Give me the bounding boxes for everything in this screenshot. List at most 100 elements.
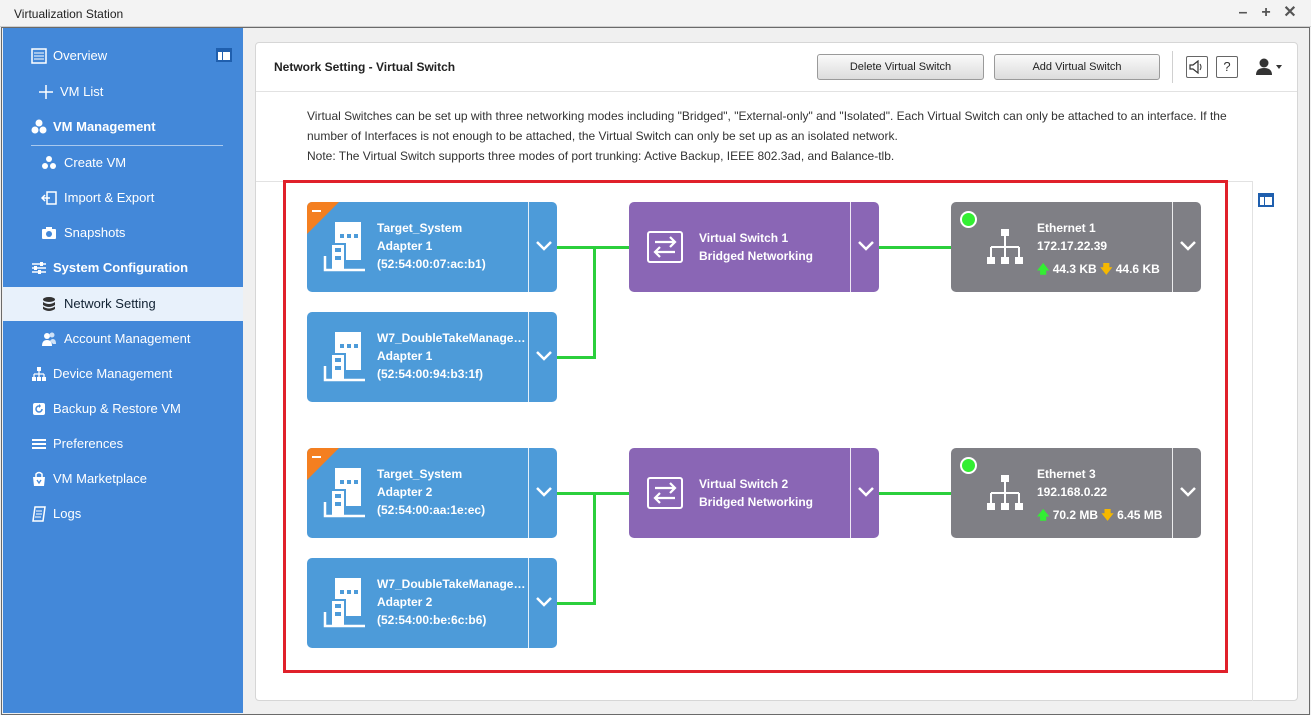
sidebar-item-backup-restore[interactable]: Backup & Restore VM [3, 392, 243, 426]
panel-layout-icon[interactable] [1258, 193, 1274, 207]
card-divider [528, 312, 529, 402]
card-divider [528, 448, 529, 538]
camera-icon [42, 227, 56, 239]
card-divider [1172, 202, 1173, 292]
network-adapter-icon [323, 578, 365, 628]
user-icon [1256, 58, 1282, 75]
virtual-switch-card[interactable]: Virtual Switch 1 Bridged Networking [629, 202, 879, 292]
ethernet-card[interactable]: Ethernet 1 172.17.22.39 🡅 44.3 KB 🡇 44.6… [951, 202, 1201, 292]
connection-line [879, 492, 951, 495]
card-divider [850, 202, 851, 292]
marketplace-icon [33, 471, 45, 486]
page-title: Network Setting - Virtual Switch [274, 60, 456, 74]
chevron-down-icon[interactable] [533, 236, 555, 256]
minus-icon[interactable] [312, 210, 321, 212]
network-adapter-icon [323, 222, 365, 272]
description: Virtual Switches can be set up with thre… [307, 106, 1267, 166]
overview-icon [31, 48, 47, 64]
list-icon [32, 439, 46, 449]
chevron-down-icon[interactable] [533, 482, 555, 502]
sidebar-item-label: System Configuration [53, 260, 189, 275]
user-menu-button[interactable] [1254, 56, 1288, 78]
network-tree-icon [987, 475, 1023, 510]
sidebar-item-label: Backup & Restore VM [53, 401, 181, 416]
sidebar-item-create-vm[interactable]: Create VM [3, 146, 243, 180]
sidebar-item-label: VM Marketplace [53, 471, 147, 486]
chevron-down-icon[interactable] [855, 482, 877, 502]
sidebar-item-account-management[interactable]: Account Management [3, 322, 243, 356]
sidebar-item-label: Device Management [53, 366, 173, 381]
maximize-icon[interactable]: + [1261, 4, 1271, 21]
sidebar-item-logs[interactable]: Logs [3, 497, 243, 531]
users-icon [42, 332, 56, 346]
minimize-icon[interactable]: – [1238, 4, 1248, 21]
arrow-up-icon: 🡅 [1037, 508, 1050, 522]
chevron-down-icon[interactable] [533, 592, 555, 612]
status-connected-icon [960, 211, 977, 228]
speaker-icon [1189, 59, 1202, 75]
arrow-down-icon: 🡇 [1100, 262, 1113, 276]
sidebar-item-overview[interactable]: Overview [3, 39, 243, 73]
adapter-card[interactable]: W7_DoubleTakeManagement Adapter 1 (52:54… [307, 312, 557, 402]
network-adapter-icon [323, 332, 365, 382]
mac-address: (52:54:00:07:ac:b1) [377, 257, 486, 271]
minus-icon[interactable] [312, 456, 321, 458]
download-value: 44.6 KB [1115, 262, 1160, 276]
chevron-down-icon[interactable] [533, 346, 555, 366]
description-line: Note: The Virtual Switch supports three … [307, 149, 895, 163]
vm-name: Target_System [377, 221, 463, 235]
adapter-name: Adapter 1 [377, 349, 433, 363]
sliders-icon [32, 262, 46, 274]
description-line: Virtual Switches can be set up with thre… [307, 109, 1227, 123]
download-value: 6.45 MB [1117, 508, 1163, 522]
mac-address: (52:54:00:94:b3:1f) [377, 367, 484, 381]
card-divider [1172, 448, 1173, 538]
delete-virtual-switch-button[interactable]: Delete Virtual Switch [817, 54, 984, 80]
sidebar-item-vm-marketplace[interactable]: VM Marketplace [3, 462, 243, 496]
connection-line [557, 356, 596, 359]
mac-address: (52:54:00:be:6c:b6) [377, 613, 487, 627]
network-tree-icon [987, 229, 1023, 264]
close-icon[interactable]: ✕ [1283, 4, 1297, 21]
help-button[interactable]: ? [1216, 56, 1238, 78]
arrow-down-icon: 🡇 [1101, 508, 1114, 522]
switch-mode: Bridged Networking [699, 249, 814, 263]
sidebar-item-vm-list[interactable]: VM List [3, 75, 243, 109]
sidebar-item-vm-management[interactable]: VM Management [3, 110, 243, 144]
chevron-down-icon[interactable] [1177, 236, 1199, 256]
mac-address: (52:54:00:aa:1e:ec) [377, 503, 486, 517]
ethernet-card[interactable]: Ethernet 3 192.168.0.22 🡅 70.2 MB 🡇 6.45… [951, 448, 1201, 538]
sidebar-item-preferences[interactable]: Preferences [3, 427, 243, 461]
sidebar-item-snapshots[interactable]: Snapshots [3, 216, 243, 250]
chevron-down-icon[interactable] [855, 236, 877, 256]
chevron-down-icon[interactable] [1177, 482, 1199, 502]
adapter-card[interactable]: Target_System Adapter 2 (52:54:00:aa:1e:… [307, 448, 557, 538]
switch-arrows-icon [647, 477, 683, 509]
adapter-card[interactable]: Target_System Adapter 1 (52:54:00:07:ac:… [307, 202, 557, 292]
speaker-button[interactable] [1186, 56, 1208, 78]
upload-value: 44.3 KB [1052, 262, 1097, 276]
vm-name: W7_DoubleTakeManagement [377, 331, 527, 345]
sidebar-item-label: Create VM [64, 155, 127, 170]
switch-arrows-icon [647, 231, 683, 263]
virtual-switch-card[interactable]: Virtual Switch 2 Bridged Networking [629, 448, 879, 538]
traffic-stats: 🡅 70.2 MB 🡇 6.45 MB [1037, 506, 1162, 527]
toolbar-divider [1172, 51, 1173, 83]
ethernet-ip: 172.17.22.39 [1037, 239, 1108, 253]
sidebar-item-label: Logs [53, 506, 82, 521]
sidebar-item-network-setting[interactable]: Network Setting [3, 287, 243, 321]
connection-line [557, 602, 596, 605]
panel-toggle-icon[interactable] [216, 48, 232, 62]
backup-icon [33, 403, 45, 415]
sidebar-item-label: VM Management [53, 119, 156, 134]
sidebar-item-import-export[interactable]: Import & Export [3, 181, 243, 215]
add-virtual-switch-button[interactable]: Add Virtual Switch [994, 54, 1160, 80]
right-column-divider [1252, 181, 1253, 701]
sidebar: Overview VM List VM Management Create VM… [3, 28, 243, 713]
adapter-name: Adapter 2 [377, 595, 433, 609]
ethernet-name: Ethernet 3 [1037, 467, 1096, 481]
adapter-card[interactable]: W7_DoubleTakeManagement Adapter 2 (52:54… [307, 558, 557, 648]
sidebar-item-device-management[interactable]: Device Management [3, 357, 243, 391]
sidebar-item-system-configuration[interactable]: System Configuration [3, 251, 243, 285]
window-titlebar: Virtualization Station – + ✕ [0, 0, 1311, 27]
